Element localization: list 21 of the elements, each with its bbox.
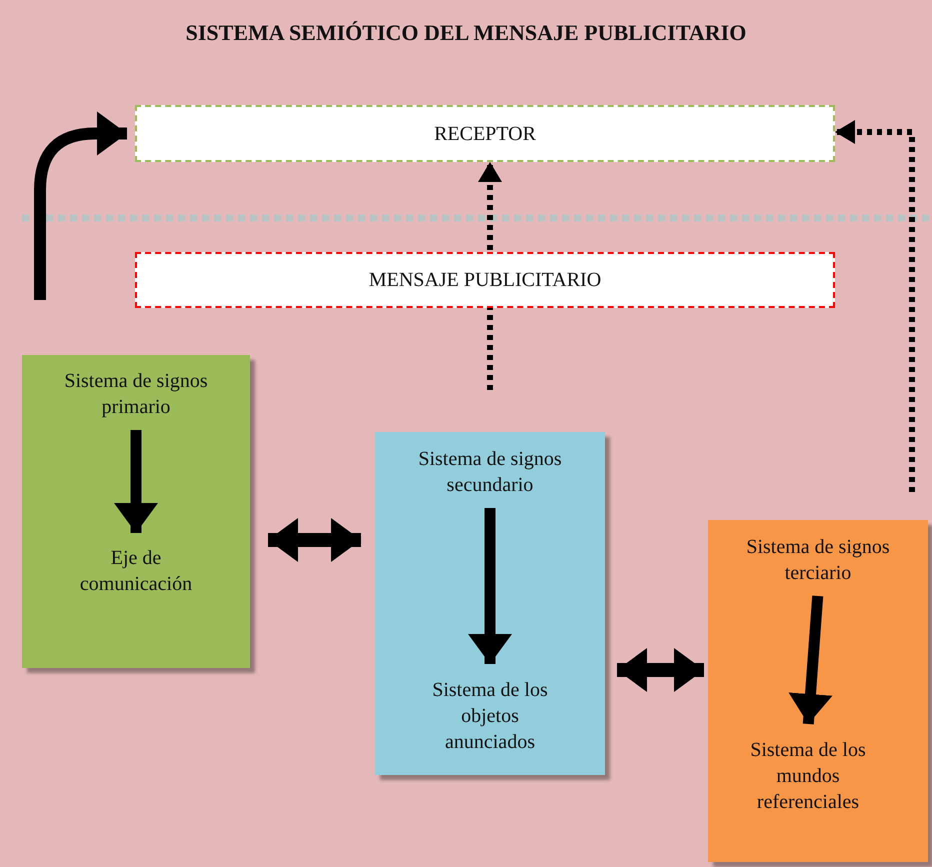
diagram-title: SISTEMA SEMIÓTICO DEL MENSAJE PUBLICITARIO bbox=[184, 20, 748, 46]
box-text: Eje de comunicación bbox=[61, 537, 211, 605]
box-text: Sistema de signos secundario bbox=[385, 440, 595, 504]
arrow bbox=[268, 518, 361, 562]
system-box bbox=[708, 520, 928, 862]
box-text: Sistema de los mundos referenciales bbox=[728, 728, 888, 824]
text-box bbox=[135, 252, 835, 308]
box-text: Sistema de signos primario bbox=[32, 362, 240, 426]
arrow bbox=[788, 596, 832, 724]
system-box bbox=[375, 432, 605, 775]
text-box bbox=[135, 105, 835, 162]
box-label: MENSAJE PUBLICITARIO bbox=[368, 268, 602, 293]
box-text: Sistema de signos terciario bbox=[718, 528, 918, 592]
box-text: Sistema de los objetos anunciados bbox=[415, 668, 565, 764]
arrow bbox=[468, 508, 512, 664]
arrow bbox=[114, 430, 158, 533]
system-box bbox=[22, 355, 250, 668]
arrow bbox=[617, 648, 704, 692]
dotted-arrow bbox=[835, 120, 915, 492]
arrow bbox=[34, 112, 127, 300]
box-label: RECEPTOR bbox=[434, 122, 536, 146]
